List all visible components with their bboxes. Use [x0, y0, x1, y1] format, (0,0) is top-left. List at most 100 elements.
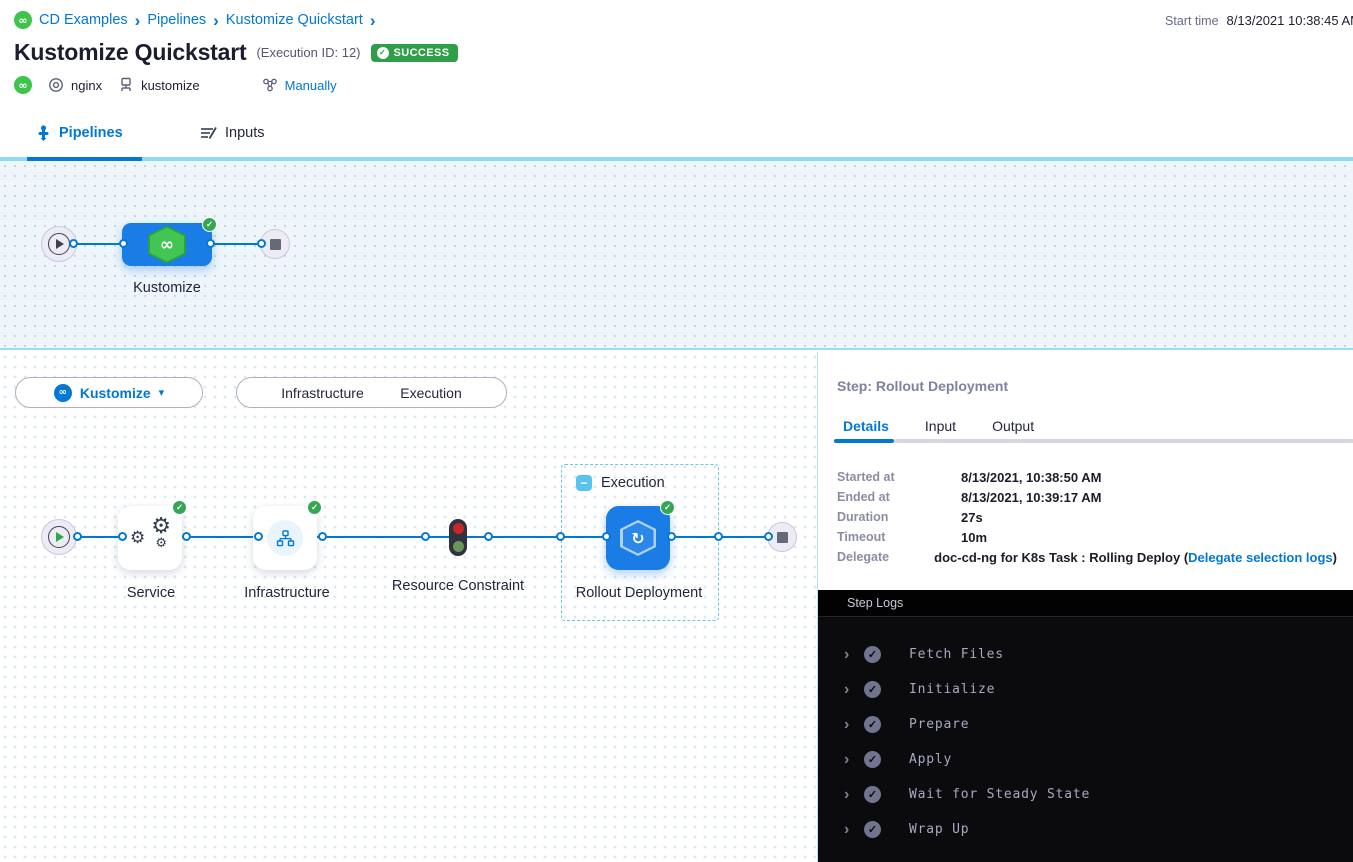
detail-row-ended-at: Ended at 8/13/2021, 10:39:17 AM [837, 487, 1337, 507]
detail-label: Timeout [837, 530, 961, 544]
main-tabbar: Pipelines Inputs [0, 117, 1353, 157]
connector-point [667, 532, 676, 541]
connector-point [421, 532, 430, 541]
delegate-selection-logs-link[interactable]: Delegate selection logs [1188, 550, 1333, 565]
log-section-label: Initialize [909, 682, 995, 697]
connector-point [556, 532, 565, 541]
expand-chevron-icon: › [844, 787, 858, 803]
connector-point [254, 532, 263, 541]
detail-row-timeout: Timeout 10m [837, 527, 1337, 547]
chevron-right-icon: › [213, 12, 219, 29]
execution-group-label: Execution [601, 475, 665, 491]
stage-selector-dropdown[interactable]: ∞ Kustomize ▾ [15, 377, 203, 408]
harness-cd-logo-icon: ∞ [14, 11, 32, 29]
expand-chevron-icon: › [844, 752, 858, 768]
section-check-icon: ✓ [864, 786, 881, 803]
tab-scrollbar-track[interactable] [894, 439, 1353, 443]
stage-label: Kustomize [92, 277, 242, 299]
tab-pipelines[interactable]: Pipelines [36, 125, 123, 141]
service-gears-icon: ⚙ ⚙ ⚙ [131, 520, 169, 556]
title-row: Kustomize Quickstart (Execution ID: 12) … [14, 39, 458, 66]
traffic-light-green-icon [453, 541, 464, 552]
connector-point [206, 239, 215, 248]
environment-icon [118, 77, 134, 93]
success-check-icon: ✓ [660, 500, 675, 515]
success-check-icon: ✓ [307, 500, 322, 515]
collapse-group-icon[interactable]: − [576, 475, 592, 491]
execution-id: (Execution ID: 12) [256, 45, 360, 60]
log-section-wait-for-steady-state[interactable]: › ✓ Wait for Steady State [818, 777, 1353, 812]
detail-label: Started at [837, 470, 961, 484]
trigger-label[interactable]: Manually [285, 78, 337, 93]
infrastructure-node-label: Infrastructure [212, 582, 362, 604]
service-tag: nginx [48, 77, 102, 93]
log-section-label: Apply [909, 752, 952, 767]
detail-row-delegate: Delegate doc-cd-ng for K8s Task : Rollin… [837, 547, 1337, 567]
stop-icon [777, 532, 788, 543]
harness-cd-small-icon: ∞ [54, 384, 72, 402]
connector-point [714, 532, 723, 541]
connector-point [257, 239, 266, 248]
rollout-hexagon-icon: ↻ [620, 520, 656, 556]
log-section-initialize[interactable]: › ✓ Initialize [818, 672, 1353, 707]
section-check-icon: ✓ [864, 751, 881, 768]
log-section-apply[interactable]: › ✓ Apply [818, 742, 1353, 777]
breadcrumb-kustomize-quickstart[interactable]: Kustomize Quickstart [226, 12, 363, 28]
step-logs-header: Step Logs [818, 590, 1353, 617]
trigger-icon [262, 77, 278, 93]
detail-label: Duration [837, 510, 961, 524]
harness-cd-module-icon: ∞ [14, 76, 32, 94]
tab-input[interactable]: Input [925, 418, 956, 434]
breadcrumb-pipelines[interactable]: Pipelines [147, 12, 206, 28]
toggle-execution[interactable]: Execution [400, 385, 461, 401]
connector-point [119, 239, 128, 248]
infrastructure-icon [267, 520, 303, 556]
log-section-fetch-files[interactable]: › ✓ Fetch Files [818, 637, 1353, 672]
step-node-resource-constraint[interactable] [449, 519, 467, 556]
active-tab-underline [834, 439, 894, 443]
toggle-infrastructure[interactable]: Infrastructure [281, 385, 363, 401]
connector-point [318, 532, 327, 541]
view-toggle: Infrastructure Execution [236, 377, 507, 408]
play-icon [48, 233, 70, 255]
connector-point [602, 532, 611, 541]
step-panel-tabs: Details Input Output [843, 418, 1034, 434]
step-details-panel: Step: Rollout Deployment Details Input O… [817, 352, 1353, 862]
detail-value: 10m [961, 530, 987, 545]
step-node-rollout-deployment[interactable]: ↻ ✓ [606, 506, 670, 570]
traffic-light-red-icon [453, 523, 464, 534]
log-section-label: Fetch Files [909, 647, 1004, 662]
detail-value: 27s [961, 510, 983, 525]
log-section-prepare[interactable]: › ✓ Prepare [818, 707, 1353, 742]
tab-details[interactable]: Details [843, 418, 889, 434]
start-time: Start time 8/13/2021 10:38:45 AM [1165, 13, 1353, 28]
check-icon: ✓ [377, 47, 389, 59]
tab-inputs[interactable]: Inputs [200, 125, 265, 141]
step-node-service[interactable]: ⚙ ⚙ ⚙ ✓ [118, 506, 182, 570]
detail-label: Ended at [837, 490, 961, 504]
service-tag-label: nginx [71, 78, 102, 93]
log-section-label: Prepare [909, 717, 969, 732]
page-title: Kustomize Quickstart [14, 39, 246, 66]
stage-node-kustomize[interactable]: ∞ [122, 223, 212, 266]
log-section-wrap-up[interactable]: › ✓ Wrap Up [818, 812, 1353, 847]
breadcrumb: ∞ CD Examples › Pipelines › Kustomize Qu… [14, 11, 376, 29]
section-check-icon: ✓ [864, 821, 881, 838]
tab-inputs-label: Inputs [225, 125, 265, 141]
connector-point [182, 532, 191, 541]
stage-start-node[interactable] [41, 519, 77, 555]
connector-point [73, 532, 82, 541]
connector-point [69, 239, 78, 248]
stop-icon [270, 239, 281, 250]
success-check-icon: ✓ [202, 217, 217, 232]
caret-down-icon: ▾ [159, 386, 165, 399]
section-check-icon: ✓ [864, 716, 881, 733]
environment-tag-label: kustomize [141, 78, 200, 93]
expand-chevron-icon: › [844, 717, 858, 733]
log-section-label: Wrap Up [909, 822, 969, 837]
tab-output[interactable]: Output [992, 418, 1034, 434]
breadcrumb-cd-examples[interactable]: CD Examples [39, 12, 128, 28]
harness-cd-hexagon-icon: ∞ [148, 226, 186, 264]
connector-point [484, 532, 493, 541]
